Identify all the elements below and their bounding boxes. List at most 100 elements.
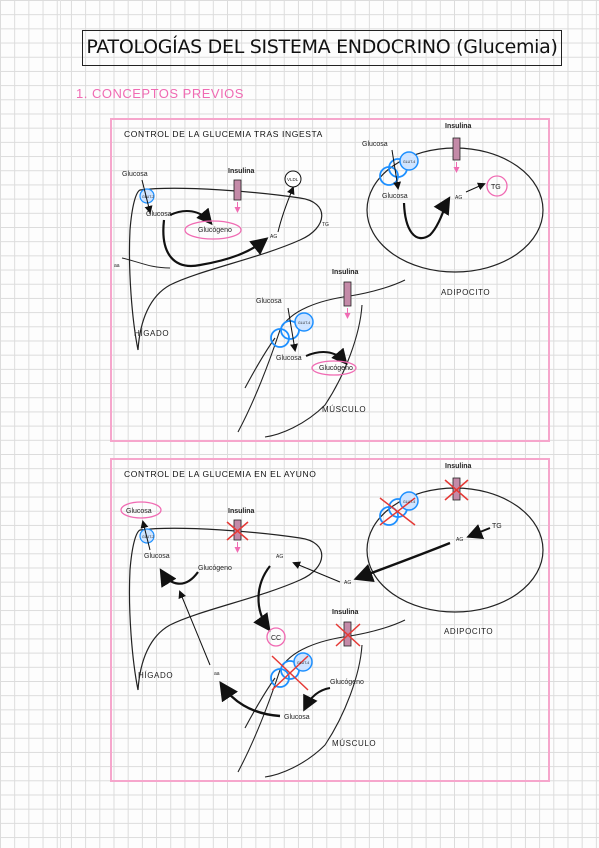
muscle-outline-1b [244,304,363,438]
p1-muscle-label: MÚSCULO [322,405,366,414]
panel-ingesta-title: CONTROL DE LA GLUCEMIA TRAS INGESTA [124,129,323,139]
p2-muscle-glut4-a [270,668,290,688]
section-heading: 1. CONCEPTOS PREVIOS [76,86,244,101]
p1-ag-to-vldl-arrow [277,186,295,233]
p1-adipo-tg: TG [491,184,501,191]
muscle-outline-2 [237,619,406,773]
p2-adipo-ag-out-arrow [353,541,451,583]
p1-liver-receptor [233,179,242,201]
p1-liver-glucosa: Glucosa [122,171,148,178]
p2-adipo-tg: TG [492,523,502,530]
p1-adipo-glucose-in-arrow [391,149,402,190]
p2-muscle-cross-b [335,623,361,647]
p1-muscle-glucogeno: Glucógeno [319,365,353,372]
p2-liver-aa: aa [214,671,220,677]
p1-adipo-glucosa: Glucosa [362,141,388,148]
p1-liver-tg: TG [322,222,329,228]
p1-liver-ag: AG [270,234,277,240]
p1-muscle-glucosa: Glucosa [256,298,282,305]
p2-liver-cross-b [226,521,249,541]
p1-glucosa-to-glucogeno-arrow [169,207,213,226]
p2-glucogeno-to-glucosa-arrow [159,568,199,588]
p2-liver-receptor [233,519,242,541]
p2-ag-to-liver-arrow [292,561,341,583]
p1-liver-glucogeno: Glucógeno [198,227,232,234]
p2-liver-glucosa-inside: Glucosa [144,553,170,560]
p2-cc-circle [266,627,286,647]
p1-glucosa-to-ag-arrow [162,219,269,267]
p1-liver-label: HÍGADO [134,329,169,338]
p1-muscle-insulina: Insulina [332,269,359,276]
p2-adipo-receptor [452,477,461,501]
p2-cc: CC [271,635,281,642]
adipocyte-cell-2 [366,487,544,613]
p1-adipo-glucosa-inside: Glucosa [382,193,408,200]
p1-muscle-glut4-c [294,312,314,332]
p1-adipo-label: ADIPOCITO [441,288,490,297]
p1-adipo-ag: AG [455,195,462,201]
p1-adipo-insulina: Insulina [445,123,472,130]
p1-muscle-glucogeno-ellipse [311,360,357,376]
adipocyte-cell-1 [366,147,544,273]
margin-line [60,0,61,848]
p1-liver-glucogeno-ellipse [184,220,242,240]
p1-liver-glucosa-inside: Glucosa [146,211,172,218]
p1-adipo-glut4-c [399,151,419,171]
p2-tg-to-ag-arrow [466,524,491,539]
p1-vldl-circle [284,170,302,188]
p1-adipo-receptor [452,137,461,161]
p2-liver-ag: AG [276,554,283,560]
p2-liver-insulina: Insulina [228,508,255,515]
p2-liver-glucosa-ellipse [120,501,162,519]
p1-muscle-glut4-label: GLUT-4 [298,321,310,325]
p2-adipo-ag: AG [456,537,463,543]
panel-ingesta [110,118,550,442]
p2-muscle-glucosa: Glucosa [284,714,310,721]
p2-liver-label: HÍGADO [138,671,173,680]
p1-adipo-tg-circle [486,175,508,197]
p1-muscle-glucosa-to-glucogeno-arrow [305,347,348,366]
p2-adipo-insulina: Insulina [445,463,472,470]
p2-liver-glut2-label: GLUT-2 [142,535,154,539]
p1-liver-aa: aa [114,263,120,269]
p2-muscle-glucosa-to-aa-arrow [219,681,281,718]
p2-muscle-glucogeno-to-glucosa-arrow [303,687,331,712]
p2-liver-glucose-out-arrow [140,520,151,551]
p2-muscle-label: MÚSCULO [332,739,376,748]
p1-vldl: VLDL [287,177,299,182]
p2-adipo-glut4-label: GLUT-4 [403,500,415,504]
p2-adipo-glut-cross-b [379,497,416,526]
p1-liver-glut2-label: GLUT-2 [142,195,154,199]
p2-adipo-label: ADIPOCITO [444,627,493,636]
p1-muscle-glucosa-inside: Glucosa [276,355,302,362]
panel-ayuno-title: CONTROL DE LA GLUCEMIA EN EL AYUNO [124,469,317,479]
p2-muscle-glut-cross-b [271,655,309,691]
liver-outline-2 [128,527,323,691]
p2-muscle-insulina: Insulina [332,609,359,616]
p2-plasma-ag: AG [344,580,351,586]
page-title: PATOLOGÍAS DEL SISTEMA ENDOCRINO (Glucem… [86,36,558,58]
liver-outline-1 [128,187,323,351]
p1-liver-glut2 [139,188,155,204]
muscle-outline-2b [244,644,363,778]
p2-liver-glucosa: Glucosa [126,508,152,515]
p1-liver-insulina: Insulina [228,168,255,175]
p2-liver-glucogeno: Glucógeno [198,565,232,572]
p2-ag-to-cc-arrow [253,565,271,632]
p1-muscle-receptor [343,281,352,307]
p2-adipo-cross-b [444,479,469,501]
p1-adipo-glucosa-to-ag-arrow [402,196,451,240]
liver-contour-line-1 [121,257,171,269]
p1-muscle-glucose-in-arrow [287,307,298,352]
p2-muscle-glucogeno: Glucógeno [330,679,364,686]
muscle-outline-1 [237,279,406,433]
p1-adipo-glut4-label: GLUT-4 [403,160,415,164]
title-box: PATOLOGÍAS DEL SISTEMA ENDOCRINO (Glucem… [82,30,562,66]
p1-ag-to-tg-arrow [465,182,486,193]
p1-liver-glucose-in-arrow [141,179,153,214]
panel-ayuno [110,458,550,782]
p2-aa-to-glucosa-arrow [178,590,211,666]
p1-muscle-glut4-a [270,328,290,348]
p2-muscle-glut4-label: GLUT-4 [297,661,309,665]
